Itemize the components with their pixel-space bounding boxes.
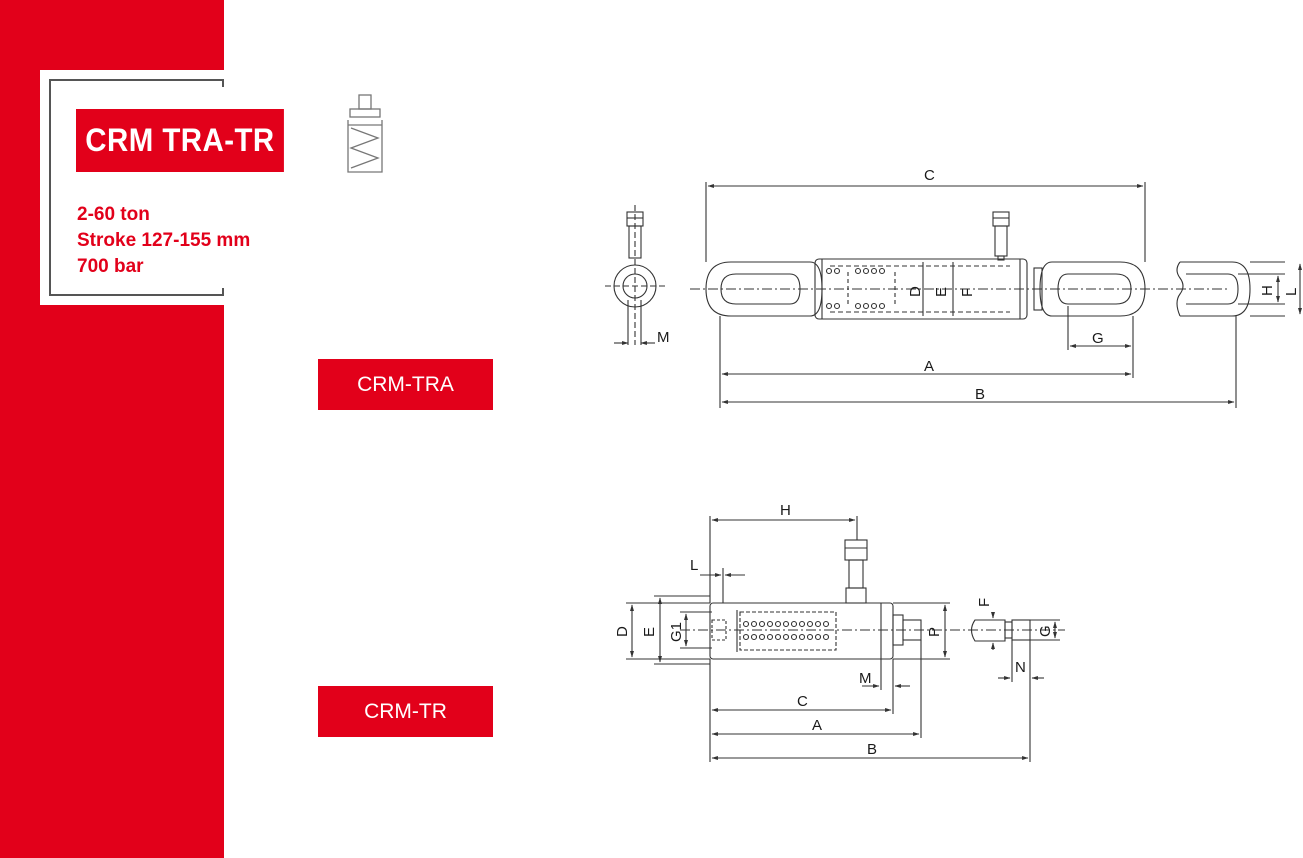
dim-label: L (690, 557, 698, 574)
dim-label: C (924, 167, 935, 184)
tra-main-view (690, 211, 1251, 320)
tra-spring (825, 267, 886, 310)
dim-label: D (907, 286, 924, 297)
dim-label: H (1259, 285, 1276, 296)
tra-dimensions (705, 182, 1302, 408)
card-frame-line (49, 79, 224, 81)
dim-label: F (959, 288, 976, 297)
card-frame-line (49, 294, 224, 296)
tra-side-view (605, 205, 668, 345)
spec-pressure: 700 bar (77, 256, 144, 277)
dim-label: H (780, 502, 791, 519)
spec-capacity: 2-60 ton (77, 204, 150, 225)
dim-label: G (1037, 625, 1054, 637)
variant-label-crm-tra: CRM-TRA (318, 359, 493, 410)
card-frame-line (222, 79, 224, 87)
tr-dimensions (626, 516, 1060, 762)
dim-label: B (867, 741, 877, 758)
product-title: CRM TRA-TR (76, 109, 284, 172)
dim-label: E (933, 287, 950, 297)
dim-label: M (657, 329, 670, 346)
dim-label: N (1015, 659, 1026, 676)
tr-spring (742, 620, 830, 641)
dim-label: F (976, 598, 993, 607)
dim-label: A (812, 717, 822, 734)
spring-return-cylinder-icon (347, 94, 383, 173)
dim-label: A (924, 358, 934, 375)
dim-label: C (797, 693, 808, 710)
spec-stroke: Stroke 127-155 mm (77, 230, 251, 251)
tr-main-view (680, 539, 1065, 660)
dim-label: G (1092, 330, 1104, 347)
card-frame-line (222, 288, 224, 296)
variant-label-crm-tr: CRM-TR (318, 686, 493, 737)
dim-label: E (641, 627, 658, 637)
dim-label: D (614, 626, 631, 637)
dim-label: P (926, 627, 943, 637)
dim-label: L (1283, 288, 1300, 296)
dim-label: M (859, 670, 872, 687)
card-frame-line (49, 79, 51, 296)
dim-label: G1 (668, 622, 685, 642)
dim-label: B (975, 386, 985, 403)
